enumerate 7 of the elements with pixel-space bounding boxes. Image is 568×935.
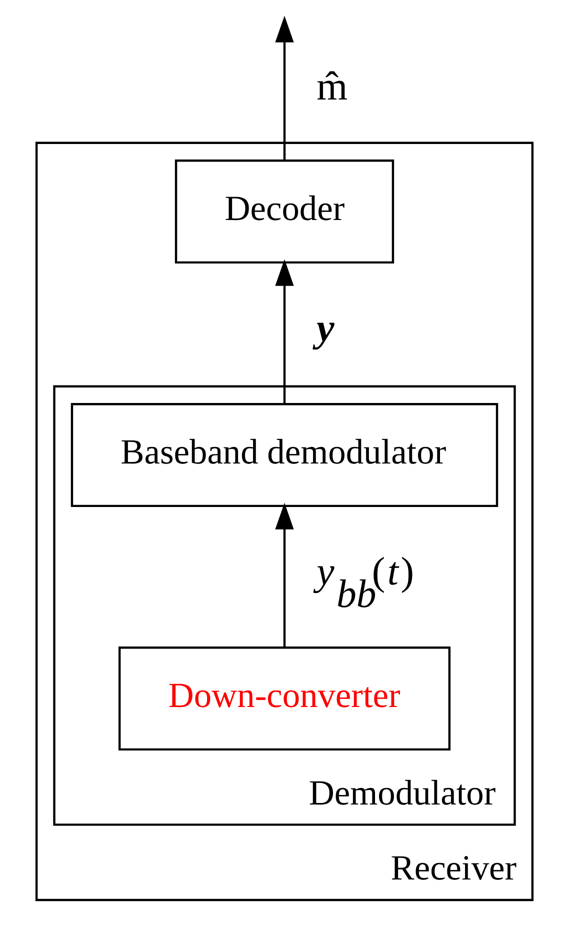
node-box: Down-converter [118, 646, 450, 751]
edge-label: m̂ [316, 63, 348, 108]
arrow [274, 259, 294, 404]
node-box: Baseband demodulator [70, 403, 498, 508]
arrow [274, 16, 294, 160]
node-box: Decoder [174, 159, 394, 264]
arrow [274, 502, 294, 648]
